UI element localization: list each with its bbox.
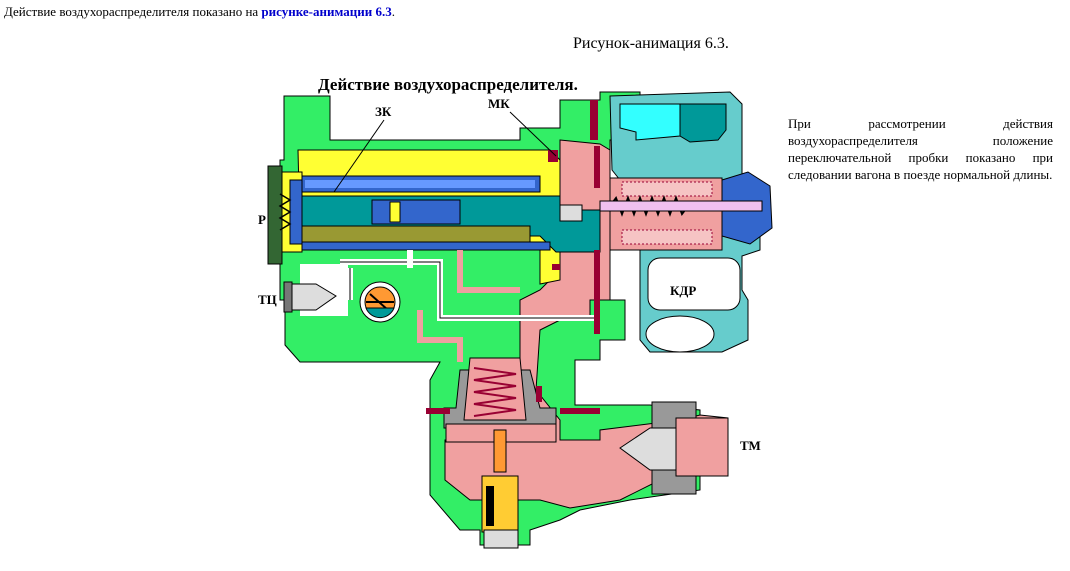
- slide-valve-small-white: [559, 204, 583, 222]
- tm-pipe: [675, 417, 729, 477]
- mk-leader: [509, 111, 557, 157]
- intro-paragraph: Действие воздухораспределителя показано …: [4, 4, 395, 20]
- teal-top-channel: [679, 103, 727, 143]
- blue-lower-bar: [299, 241, 551, 251]
- lower-plunger-dark: [486, 486, 494, 526]
- label-tc: ТЦ: [258, 292, 277, 307]
- figure-caption: Рисунок-анимация 6.3.: [573, 35, 729, 52]
- zk-leader: [333, 119, 385, 193]
- label-kdr: КДР: [670, 283, 696, 298]
- label-r: Р: [258, 212, 266, 227]
- air-channels: [340, 250, 600, 362]
- vertical-spring: [473, 367, 517, 417]
- intro-end: .: [391, 4, 395, 19]
- r-end-plate: [267, 165, 283, 265]
- label-zk: ЗК: [375, 104, 392, 119]
- seals: [426, 100, 600, 414]
- switch-plug-lower: [365, 307, 395, 319]
- yellow-inner-stripe: [305, 180, 535, 188]
- lower-valve-stem: [493, 429, 507, 473]
- air-distributor-diagram: Действие воздухораспределителя.: [258, 75, 773, 549]
- kdr-window: [647, 257, 741, 311]
- pink-inner-upper: [621, 181, 713, 197]
- animation-link[interactable]: рисунке-анимации 6.3: [261, 4, 392, 19]
- kdr-bottom-arc: [645, 315, 715, 353]
- pink-inner-lower: [621, 229, 713, 245]
- slide-valve-spring-box: [389, 201, 401, 223]
- label-tm: ТМ: [740, 438, 761, 453]
- diagram-title: Действие воздухораспределителя.: [318, 75, 578, 94]
- switch-plug-arrow: [366, 293, 394, 311]
- slide-valve-blue: [371, 199, 461, 225]
- tm-filter: [619, 427, 677, 471]
- label-mk: МК: [488, 96, 510, 111]
- tc-connector: [283, 281, 293, 313]
- side-description: При рассмотрении действия воздухораспред…: [788, 116, 1053, 182]
- lower-cap: [483, 529, 519, 549]
- intro-text: Действие воздухораспределителя показано …: [4, 4, 262, 19]
- r-blue-left: [289, 179, 303, 245]
- r-spring: [278, 193, 292, 231]
- horizontal-rod: [599, 200, 763, 212]
